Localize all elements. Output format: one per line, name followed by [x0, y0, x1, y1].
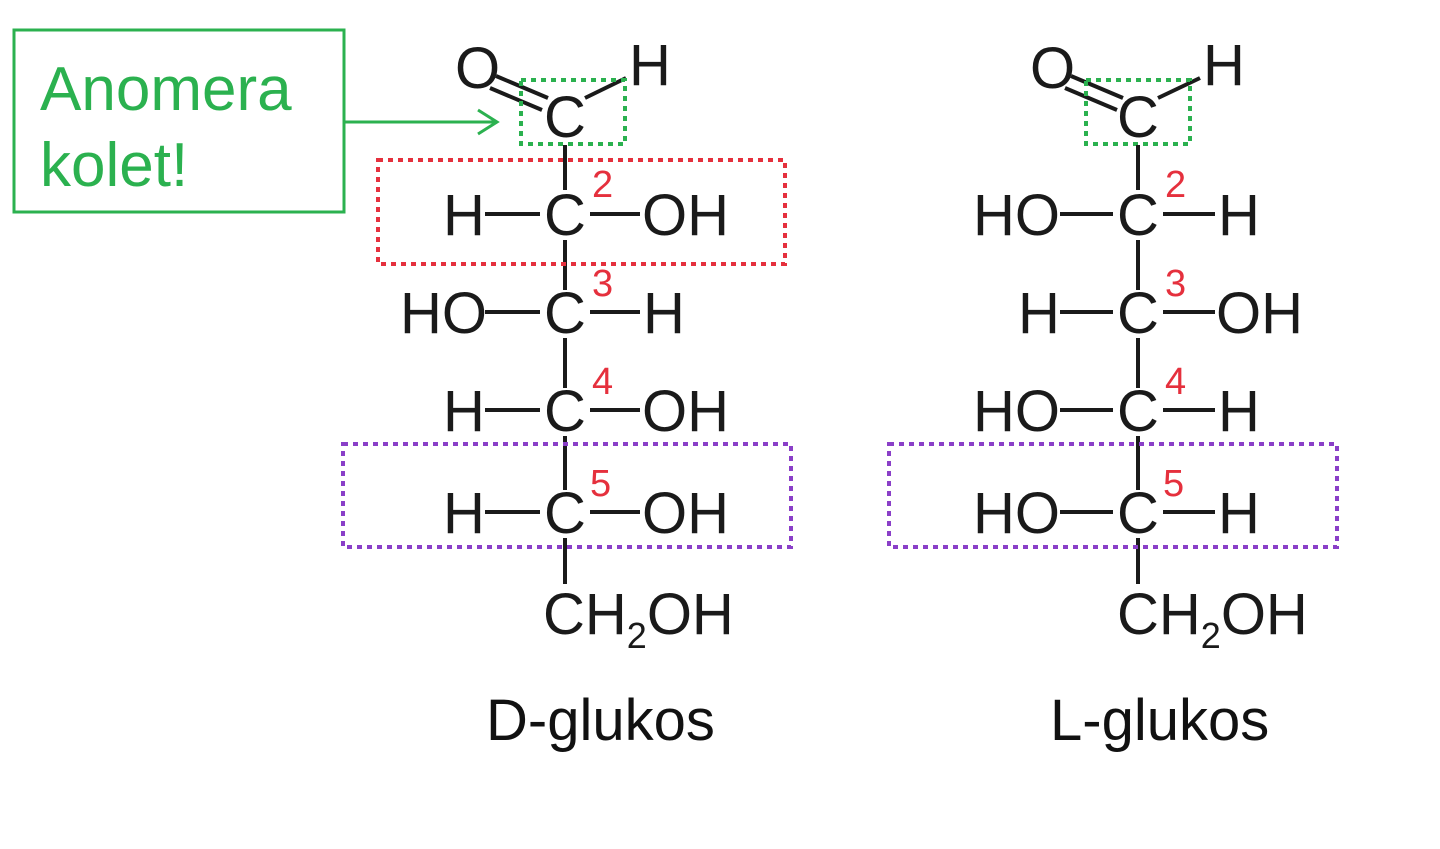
d-c5-right-group: OH: [642, 481, 729, 546]
l-hydroxymethyl-group: CH2OH: [1117, 582, 1308, 656]
l-aldehyde-hydrogen: H: [1203, 33, 1245, 98]
d-hydroxymethyl-group: CH2OH: [543, 582, 734, 656]
d-c3-right-group: H: [643, 281, 685, 346]
l-double-bond-b: [1064, 86, 1118, 112]
l-c4-number: 4: [1165, 361, 1186, 403]
l-aldehyde-ch-bond: [1157, 76, 1201, 100]
d-c2-carbon: C: [544, 183, 586, 248]
l-row-carbon-4: HO C H 4: [973, 361, 1260, 444]
l-row-carbon-3: H C OH 3: [1018, 263, 1303, 346]
d-row-carbon-3: HO C H 3: [400, 263, 685, 346]
d-c3-left-group: HO: [400, 281, 487, 346]
d-row-carbon-2: H C OH 2: [443, 164, 729, 248]
anomeric-callout: Anomera kolet!: [12, 28, 500, 214]
l-row-carbon-2: HO C H 2: [973, 164, 1260, 248]
l-c4-carbon: C: [1117, 379, 1159, 444]
l-c2-left-group: HO: [973, 183, 1060, 248]
l-glucose-caption: L-glukos: [1050, 688, 1269, 753]
l-row-carbon-5: HO C H 5: [973, 463, 1260, 546]
d-carbon-1: C: [544, 85, 586, 150]
l-anomeric-carbon-highlight: [1084, 78, 1192, 146]
l-c3-carbon: C: [1117, 281, 1159, 346]
l-c3-left-group: H: [1018, 281, 1060, 346]
d-glucose-structure: O H C H C OH 2 HO C H 3: [341, 33, 793, 753]
l-c2-carbon: C: [1117, 183, 1159, 248]
d-c4-left-group: H: [443, 379, 485, 444]
l-c3-right-group: OH: [1216, 281, 1303, 346]
d-c2-right-group: OH: [642, 183, 729, 248]
l-c2-number: 2: [1165, 164, 1186, 206]
d-row-carbon-4: H C OH 4: [443, 361, 729, 444]
d-c4-carbon: C: [544, 379, 586, 444]
d-c4-number: 4: [592, 361, 613, 403]
d-double-bond-a: [495, 74, 549, 100]
d-carbon-2-highlight: [376, 158, 787, 266]
d-glucose-caption: D-glukos: [486, 688, 715, 753]
l-c5-right-group: H: [1218, 481, 1260, 546]
l-carbon-5-highlight: [887, 442, 1339, 549]
d-c3-carbon: C: [544, 281, 586, 346]
d-carbon-5-highlight: [341, 442, 793, 549]
d-c2-left-group: H: [443, 183, 485, 248]
l-c5-number: 5: [1163, 463, 1184, 505]
d-c5-carbon: C: [544, 481, 586, 546]
d-anomeric-carbon-highlight: [519, 78, 627, 146]
d-c2-number: 2: [592, 164, 613, 206]
d-double-bond-b: [489, 86, 543, 112]
callout-frame: [12, 28, 346, 214]
l-carbon-1: C: [1117, 85, 1159, 150]
callout-arrowhead-icon: [477, 108, 500, 136]
d-aldehyde-hydrogen: H: [629, 33, 671, 98]
l-c3-number: 3: [1165, 263, 1186, 305]
callout-line-2: kolet!: [40, 131, 188, 200]
l-c2-right-group: H: [1218, 183, 1260, 248]
d-row-carbon-5: H C OH 5: [443, 463, 729, 546]
d-c3-number: 3: [592, 263, 613, 305]
d-c4-right-group: OH: [642, 379, 729, 444]
d-c5-number: 5: [590, 463, 611, 505]
l-glucose-structure: O H C HO C H 2 H C OH 3: [887, 33, 1339, 753]
l-c4-right-group: H: [1218, 379, 1260, 444]
d-aldehyde-ch-bond: [584, 76, 627, 100]
callout-line-1: Anomera: [40, 55, 292, 124]
l-c5-left-group: HO: [973, 481, 1060, 546]
l-double-bond-a: [1070, 74, 1124, 100]
d-c5-left-group: H: [443, 481, 485, 546]
l-c4-left-group: HO: [973, 379, 1060, 444]
l-c5-carbon: C: [1117, 481, 1159, 546]
